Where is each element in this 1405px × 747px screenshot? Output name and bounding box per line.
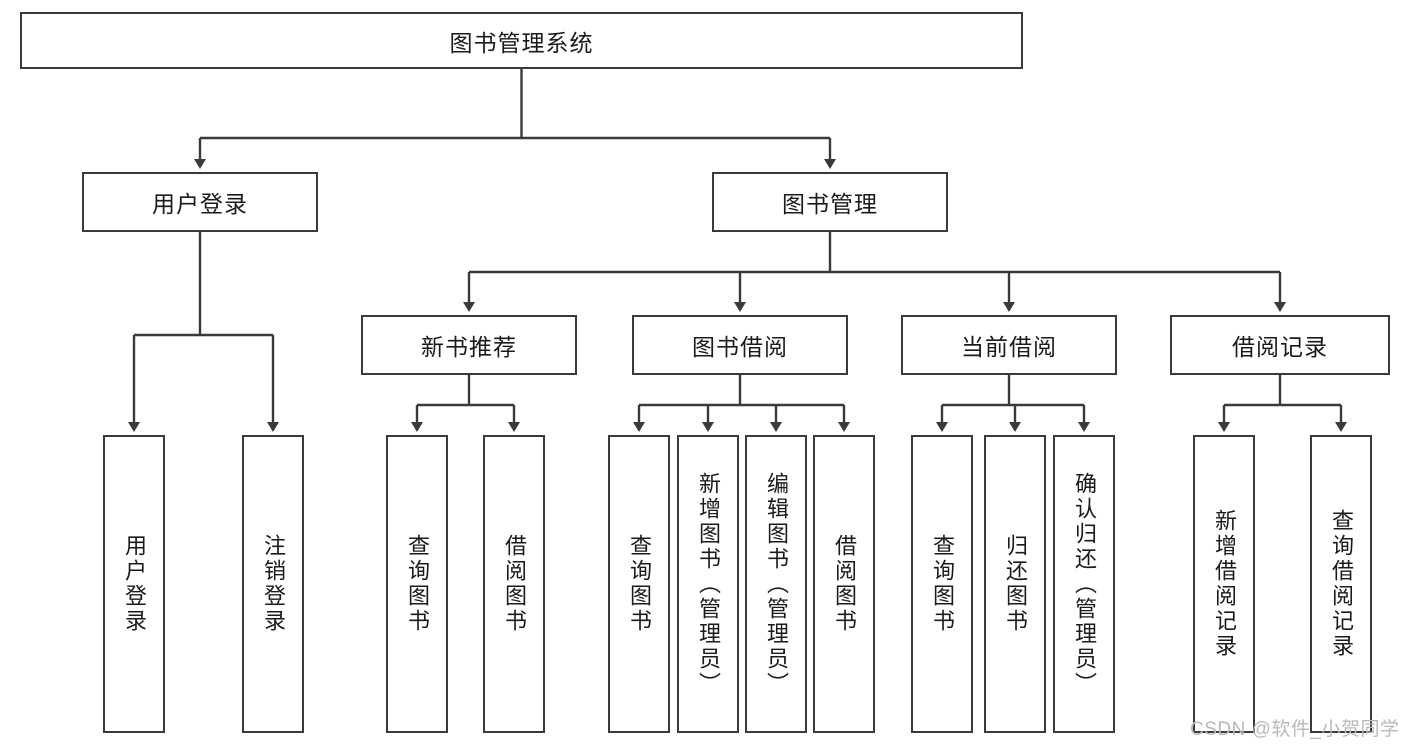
node-label: 图书借阅 bbox=[692, 334, 788, 360]
leaf-return-book[interactable]: 归还图书 bbox=[984, 435, 1046, 733]
node-label: 确认归还（管理员） bbox=[1072, 471, 1097, 697]
leaf-add-borrow-record[interactable]: 新增借阅记录 bbox=[1193, 435, 1255, 733]
node-label: 编辑图书（管理员） bbox=[764, 471, 789, 697]
node-label: 查询图书 bbox=[930, 534, 955, 634]
node-label: 新增借阅记录 bbox=[1212, 509, 1237, 659]
node-label: 借阅图书 bbox=[502, 534, 527, 634]
node-new-book-recommend[interactable]: 新书推荐 bbox=[361, 315, 577, 375]
node-label: 查询图书 bbox=[627, 534, 652, 634]
node-label: 新书推荐 bbox=[421, 334, 517, 360]
node-current-borrow[interactable]: 当前借阅 bbox=[901, 315, 1117, 375]
node-label: 当前借阅 bbox=[961, 334, 1057, 360]
leaf-add-book-admin[interactable]: 新增图书（管理员） bbox=[677, 435, 739, 733]
node-label: 查询借阅记录 bbox=[1329, 509, 1354, 659]
leaf-borrow-book-recommend[interactable]: 借阅图书 bbox=[483, 435, 545, 733]
node-label: 借阅记录 bbox=[1232, 334, 1328, 360]
leaf-query-borrow-record[interactable]: 查询借阅记录 bbox=[1310, 435, 1372, 733]
leaf-query-book-borrow[interactable]: 查询图书 bbox=[608, 435, 670, 733]
node-label: 借阅图书 bbox=[832, 534, 857, 634]
watermark: CSDN @软件_小贺同学 bbox=[1190, 719, 1400, 740]
node-root[interactable]: 图书管理系统 bbox=[20, 12, 1023, 69]
node-label: 用户登录 bbox=[122, 534, 147, 634]
leaf-borrow-book[interactable]: 借阅图书 bbox=[813, 435, 875, 733]
leaf-edit-book-admin[interactable]: 编辑图书（管理员） bbox=[745, 435, 807, 733]
node-label: 归还图书 bbox=[1003, 534, 1028, 634]
node-user-login[interactable]: 用户登录 bbox=[82, 172, 318, 232]
leaf-user-login[interactable]: 用户登录 bbox=[103, 435, 165, 733]
node-book-management[interactable]: 图书管理 bbox=[712, 172, 948, 232]
leaf-logout[interactable]: 注销登录 bbox=[242, 435, 304, 733]
node-label: 图书管理 bbox=[782, 191, 878, 217]
node-label: 新增图书（管理员） bbox=[696, 471, 721, 697]
leaf-confirm-return-admin[interactable]: 确认归还（管理员） bbox=[1053, 435, 1115, 733]
node-book-borrow[interactable]: 图书借阅 bbox=[632, 315, 848, 375]
leaf-query-book-current[interactable]: 查询图书 bbox=[911, 435, 973, 733]
leaf-query-book-recommend[interactable]: 查询图书 bbox=[386, 435, 448, 733]
node-label: 用户登录 bbox=[152, 191, 248, 217]
node-label: 查询图书 bbox=[405, 534, 430, 634]
node-label: 图书管理系统 bbox=[449, 29, 594, 56]
node-label: 注销登录 bbox=[261, 534, 286, 634]
node-borrow-record[interactable]: 借阅记录 bbox=[1170, 315, 1390, 375]
